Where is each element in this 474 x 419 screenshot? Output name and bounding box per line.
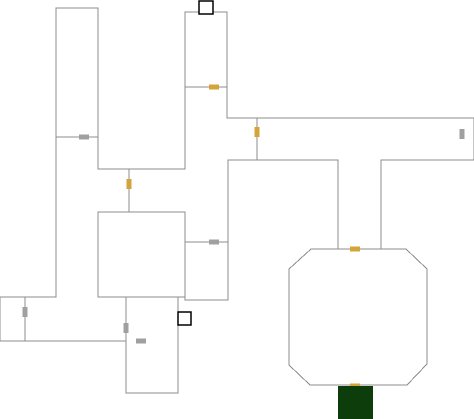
empty-square-marker-icon[interactable] (198, 0, 214, 15)
locked-door-icon[interactable] (209, 84, 219, 90)
open-door-icon[interactable] (79, 134, 89, 140)
doors (22, 84, 465, 389)
open-door-icon[interactable] (22, 307, 28, 317)
empty-square-marker-icon[interactable] (177, 311, 192, 326)
tall-left-room-wall (0, 7, 474, 394)
open-door-icon[interactable] (209, 239, 219, 245)
locked-door-icon[interactable] (254, 127, 260, 137)
locked-door-icon[interactable] (126, 179, 132, 189)
open-door-icon[interactable] (136, 338, 146, 344)
open-door-icon[interactable] (123, 323, 129, 333)
center-room-wall (97, 211, 186, 298)
locked-door-icon[interactable] (350, 246, 360, 252)
open-door-icon[interactable] (459, 129, 465, 139)
exit-tile-icon[interactable] (338, 386, 373, 419)
octagon-room-wall (288, 248, 428, 386)
walls (0, 7, 474, 394)
